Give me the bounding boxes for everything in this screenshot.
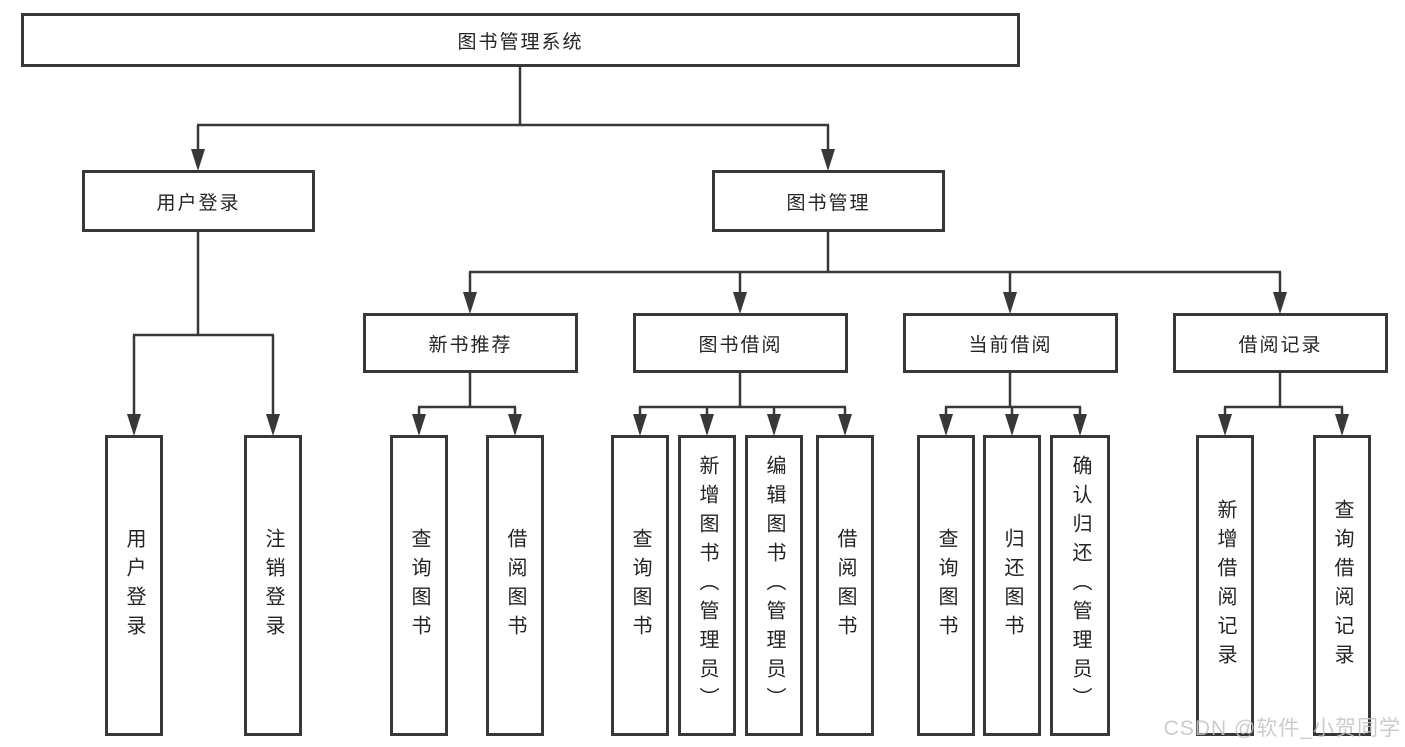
leaf-borrowing-query-books: 查询图书 <box>611 435 669 736</box>
leaf-newrec-borrow-books: 借阅图书 <box>486 435 544 736</box>
leaf-logout: 注销登录 <box>244 435 302 736</box>
node-book-management: 图书管理 <box>712 170 945 232</box>
csdn-watermark: CSDN @软件_小贺同学 <box>1163 717 1401 740</box>
node-book-borrowing: 图书借阅 <box>633 313 848 373</box>
node-library-management-system: 图书管理系统 <box>21 13 1020 67</box>
node-borrowing-records: 借阅记录 <box>1173 313 1388 373</box>
leaf-user-login: 用户登录 <box>105 435 163 736</box>
leaf-current-confirm-return-admin: 确认归还（管理员） <box>1050 435 1110 736</box>
leaf-records-add-record: 新增借阅记录 <box>1196 435 1254 736</box>
node-current-borrowing: 当前借阅 <box>903 313 1118 373</box>
leaf-newrec-query-books: 查询图书 <box>390 435 448 736</box>
leaf-records-query-record: 查询借阅记录 <box>1313 435 1371 736</box>
leaf-borrowing-add-books-admin: 新增图书（管理员） <box>678 435 736 736</box>
leaf-borrowing-borrow-books: 借阅图书 <box>816 435 874 736</box>
node-new-book-recommendation: 新书推荐 <box>363 313 578 373</box>
leaf-borrowing-edit-books-admin: 编辑图书（管理员） <box>745 435 803 736</box>
node-user-login: 用户登录 <box>82 170 315 232</box>
leaf-current-query-books: 查询图书 <box>917 435 975 736</box>
leaf-current-return-books: 归还图书 <box>983 435 1041 736</box>
